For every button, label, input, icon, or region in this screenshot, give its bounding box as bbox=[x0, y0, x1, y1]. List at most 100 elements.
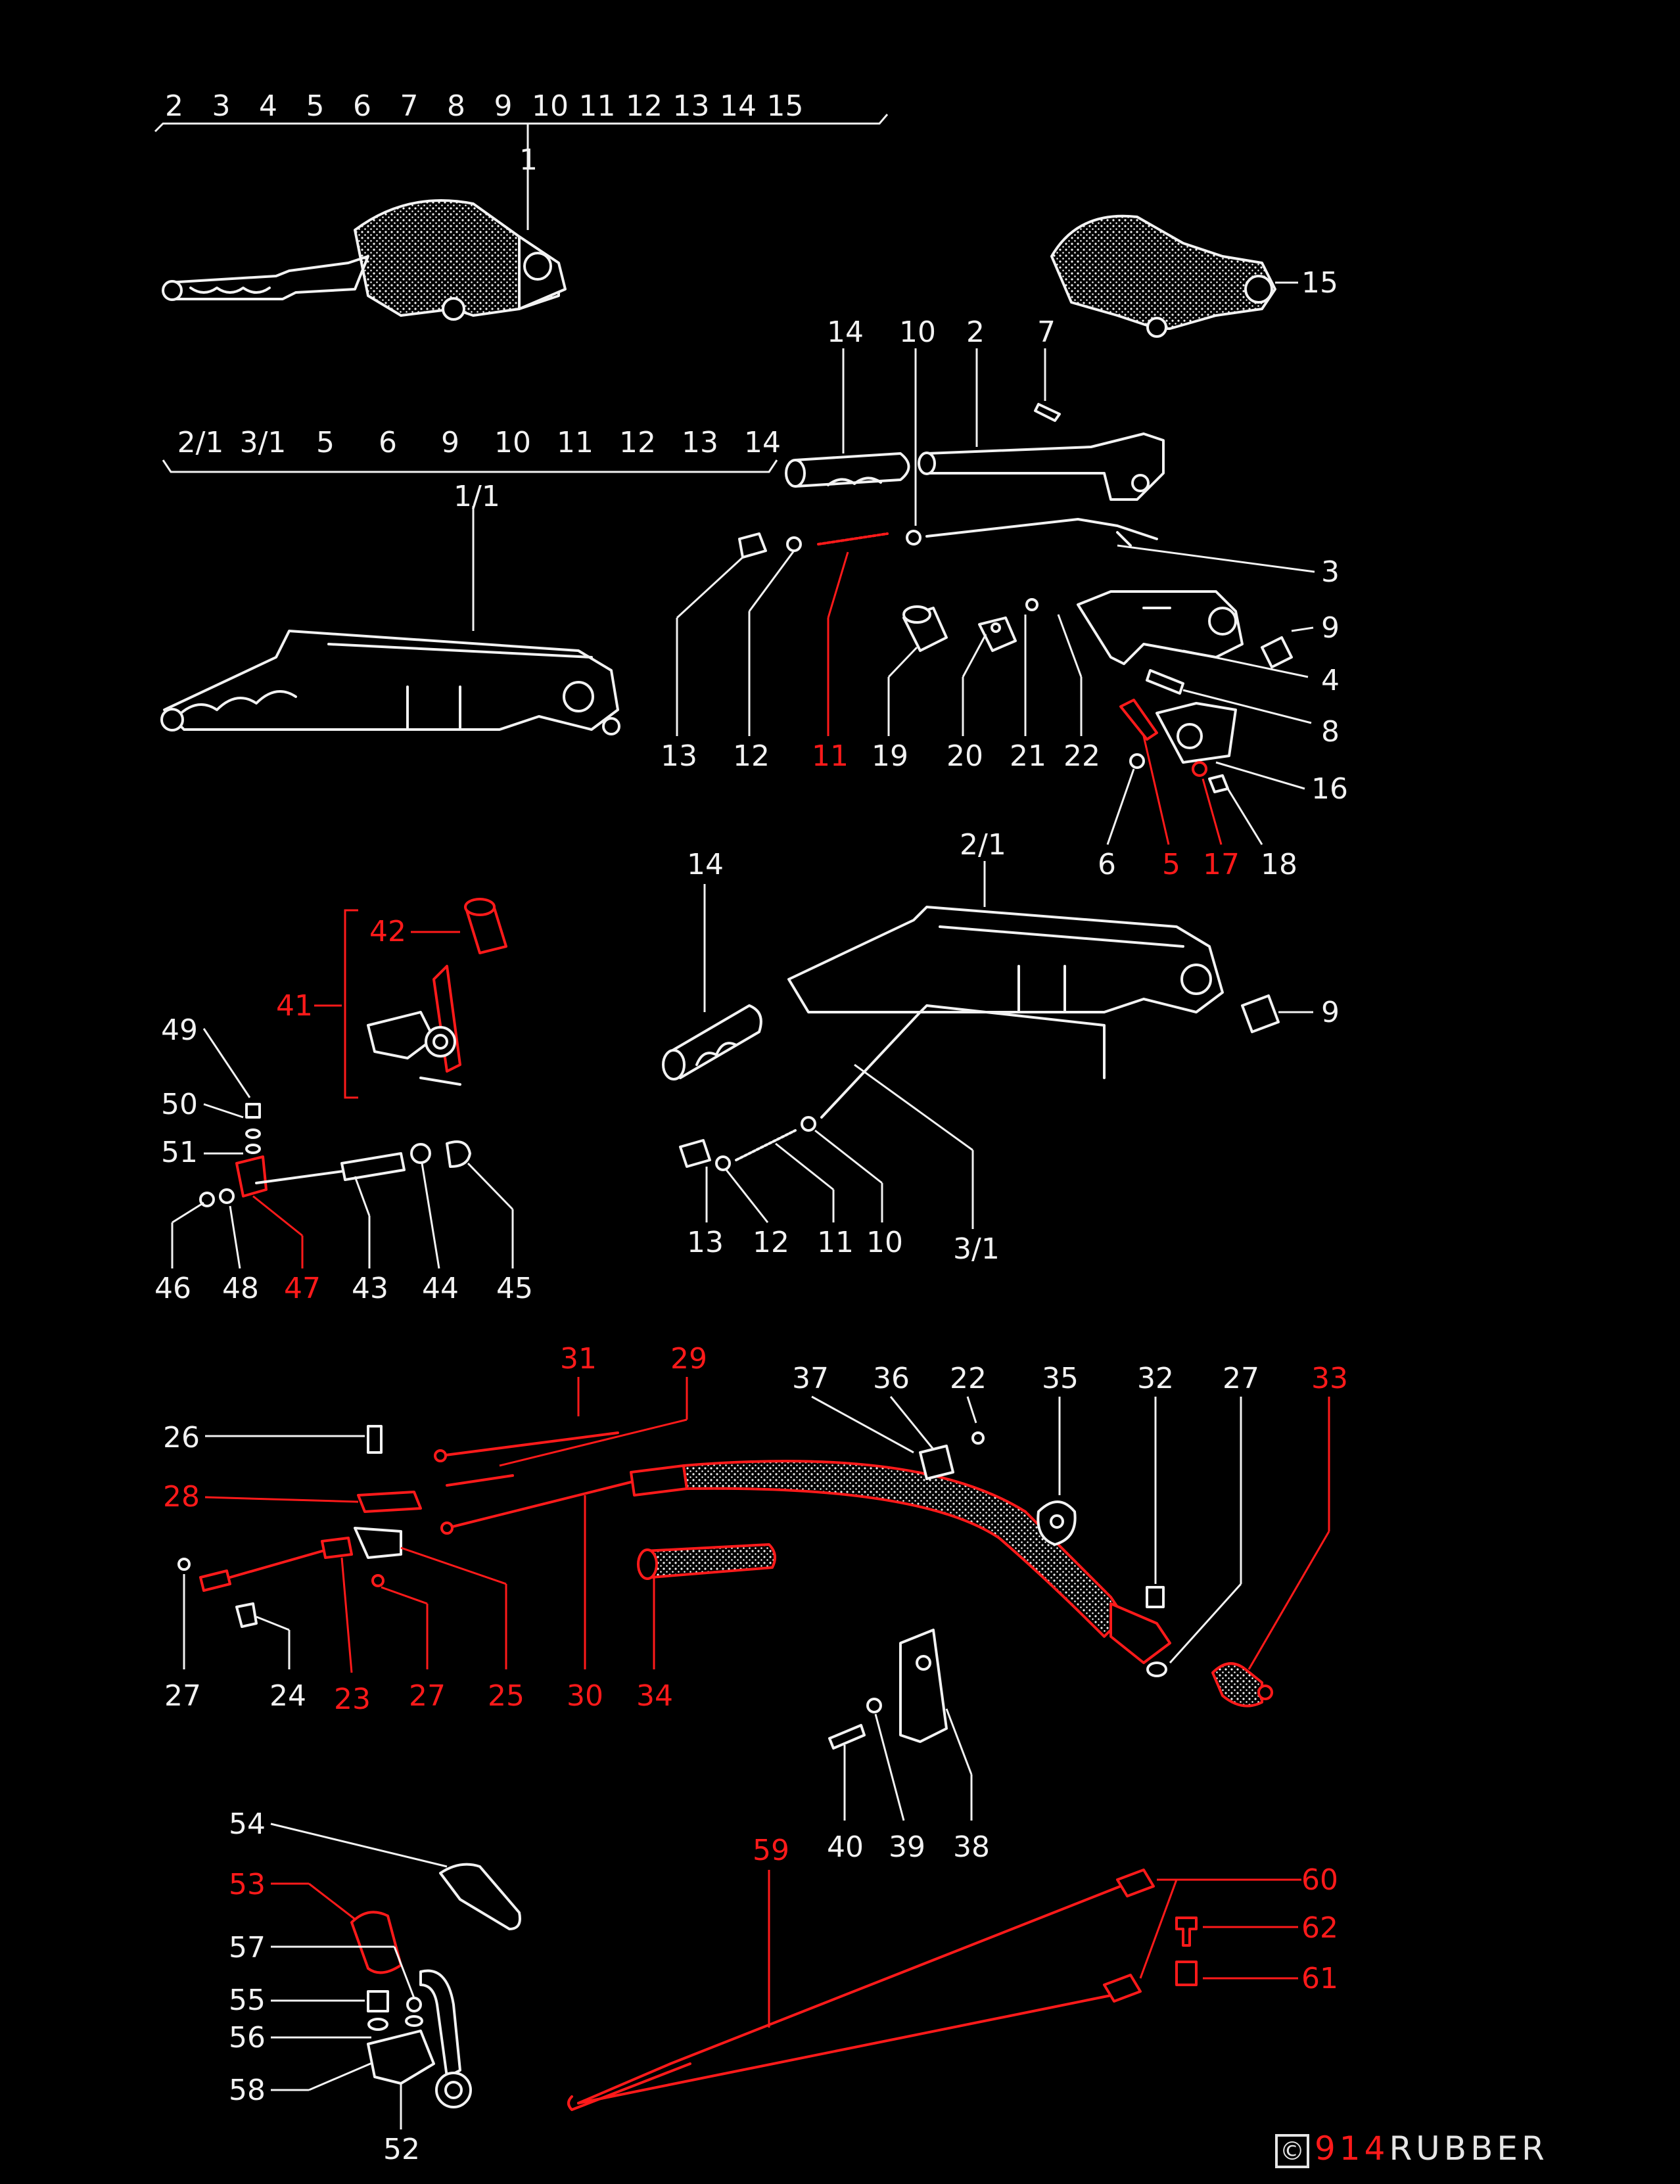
callout-c43: 43 bbox=[352, 1272, 388, 1305]
callout-d36: 36 bbox=[873, 1362, 910, 1395]
callout-d23: 23 bbox=[334, 1683, 371, 1716]
callout-b13: 13 bbox=[687, 1226, 724, 1259]
top-group-label-8: 10 bbox=[532, 89, 569, 123]
mid-group-label-2: 5 bbox=[316, 426, 335, 459]
mid-group-label-3: 6 bbox=[379, 426, 397, 459]
callout-d24: 24 bbox=[269, 1679, 306, 1713]
callout-f55: 55 bbox=[229, 1984, 266, 2017]
brand-logo: ©914RUBBER bbox=[1275, 2129, 1549, 2168]
callout-c50: 50 bbox=[161, 1088, 198, 1121]
boot-34 bbox=[637, 1543, 776, 1580]
mid-group-label-0: 2/1 bbox=[177, 426, 224, 459]
callout-f57: 57 bbox=[229, 1931, 266, 1964]
callout-a10: 10 bbox=[899, 315, 936, 349]
callout-d26: 26 bbox=[163, 1421, 200, 1454]
callout-c41: 41 bbox=[276, 989, 313, 1023]
callout-e59: 59 bbox=[753, 1834, 789, 1867]
callout-d34: 34 bbox=[636, 1679, 673, 1713]
callout-d32: 32 bbox=[1137, 1362, 1174, 1395]
cable-30 bbox=[440, 1460, 1171, 1664]
callout-e60: 60 bbox=[1301, 1863, 1338, 1897]
callout-c49: 49 bbox=[161, 1013, 198, 1047]
callout-c42: 42 bbox=[369, 915, 406, 948]
callout-d37: 37 bbox=[792, 1362, 829, 1395]
pin-32 bbox=[1146, 1586, 1165, 1608]
callout-a16: 16 bbox=[1311, 772, 1348, 806]
knob-53 bbox=[350, 1911, 402, 1974]
sleeve-19 bbox=[902, 605, 948, 652]
top-group-label-3: 5 bbox=[306, 89, 325, 123]
callout-a20: 20 bbox=[946, 739, 983, 773]
top-group-label-1: 3 bbox=[212, 89, 231, 123]
top-group-label-9: 11 bbox=[579, 89, 616, 123]
mid-group-label-8: 13 bbox=[682, 426, 718, 459]
callout-e61: 61 bbox=[1301, 1962, 1338, 1995]
ratchet-bracket-4 bbox=[1077, 590, 1244, 665]
callout-c51: 51 bbox=[161, 1136, 198, 1169]
callout-b12: 12 bbox=[753, 1226, 789, 1259]
top-group-label-6: 8 bbox=[447, 89, 465, 123]
lever-2-1 bbox=[787, 906, 1224, 1013]
callout-f52: 52 bbox=[383, 2133, 420, 2166]
callout-a22: 22 bbox=[1063, 739, 1100, 773]
pin-7 bbox=[1034, 403, 1061, 422]
screw-24 bbox=[235, 1602, 258, 1628]
callout-c47: 47 bbox=[284, 1272, 321, 1305]
lever-2 bbox=[918, 432, 1165, 501]
pin-21 bbox=[1025, 598, 1038, 611]
lever-assembly-41 bbox=[367, 965, 461, 1086]
callout-a9: 9 bbox=[1321, 611, 1340, 645]
callout-a2: 2 bbox=[966, 315, 985, 349]
lever-mechanism-15 bbox=[1050, 214, 1298, 338]
callout-d33: 33 bbox=[1311, 1362, 1348, 1395]
callout-a12: 12 bbox=[733, 739, 770, 773]
cable-59 bbox=[567, 1869, 1155, 2111]
cable-23-assembly bbox=[199, 1527, 402, 1592]
pawl-plate-16 bbox=[1155, 702, 1237, 764]
top-group-label-7: 9 bbox=[494, 89, 513, 123]
cable-31 bbox=[439, 1431, 619, 1457]
callout-d28: 28 bbox=[163, 1480, 200, 1514]
callout-d27c: 27 bbox=[409, 1679, 446, 1713]
callout-a11: 11 bbox=[812, 739, 849, 773]
callout-b9: 9 bbox=[1321, 996, 1340, 1029]
top-group-label-2: 4 bbox=[259, 89, 277, 123]
callout-e39: 39 bbox=[889, 1830, 925, 1864]
mid-group-label-5: 10 bbox=[494, 426, 531, 459]
callout-a18: 18 bbox=[1261, 848, 1297, 881]
callout-b31: 3/1 bbox=[953, 1232, 1000, 1266]
callout-a17: 17 bbox=[1203, 848, 1240, 881]
clevis-47 bbox=[235, 1155, 268, 1197]
callout-a7: 7 bbox=[1037, 315, 1056, 349]
cable-29 bbox=[446, 1474, 514, 1487]
callout-e38: 38 bbox=[953, 1830, 990, 1864]
screw-22 bbox=[971, 1431, 985, 1445]
callout-c48: 48 bbox=[222, 1272, 259, 1305]
callout-d31: 31 bbox=[560, 1342, 597, 1376]
callout-d22: 22 bbox=[950, 1362, 987, 1395]
callout-c46: 46 bbox=[154, 1272, 191, 1305]
callout-a3: 3 bbox=[1321, 555, 1340, 589]
brand-name: RUBBER bbox=[1389, 2129, 1549, 2168]
plate-28 bbox=[357, 1491, 422, 1513]
handbrake-lever-assembly-1-1 bbox=[160, 630, 620, 735]
mid-group-label-9: 14 bbox=[744, 426, 781, 459]
callout-c44: 44 bbox=[422, 1272, 459, 1305]
callout-b21: 2/1 bbox=[960, 828, 1006, 862]
handle-grip-14 bbox=[785, 452, 910, 488]
callout-c45: 45 bbox=[496, 1272, 533, 1305]
top-group-label-5: 7 bbox=[400, 89, 419, 123]
callout-d29: 29 bbox=[670, 1342, 707, 1376]
callout-d27a: 27 bbox=[1223, 1362, 1259, 1395]
clip-36-37 bbox=[919, 1445, 954, 1480]
brand-number: 914 bbox=[1315, 2129, 1389, 2168]
bolt-40 bbox=[828, 1724, 866, 1750]
washer-39 bbox=[866, 1698, 882, 1713]
callout-d30: 30 bbox=[567, 1679, 603, 1713]
callout-d25: 25 bbox=[488, 1679, 525, 1713]
pin-26 bbox=[367, 1425, 383, 1454]
callout-a14: 14 bbox=[827, 315, 864, 349]
callout-d27b: 27 bbox=[164, 1679, 201, 1713]
bushing-9-top bbox=[1261, 636, 1293, 668]
